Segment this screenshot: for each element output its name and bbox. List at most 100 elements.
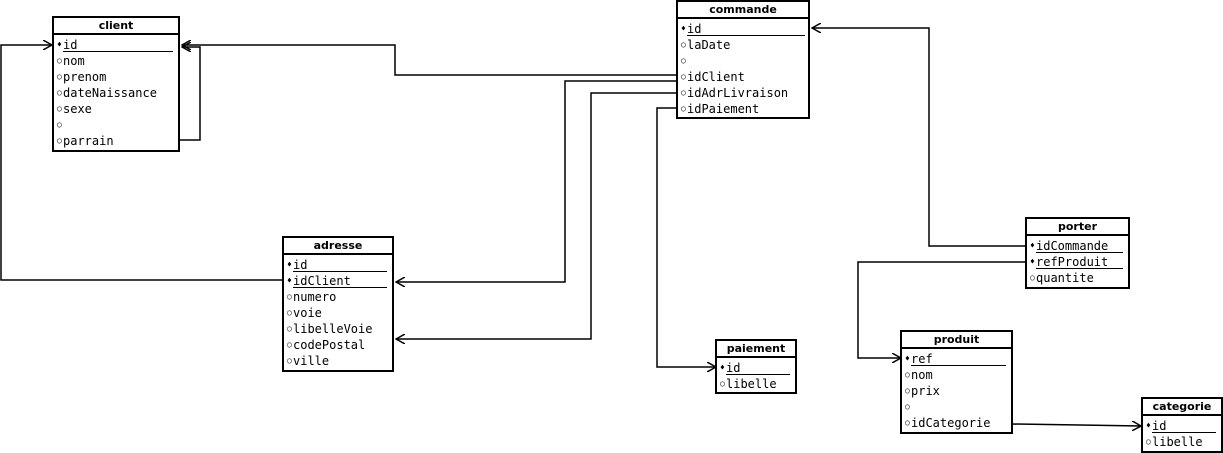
attribute-row: ○codePostal (284, 337, 392, 353)
attribute-row: ○ville (284, 353, 392, 369)
attribute-circle-icon: ○ (1030, 273, 1035, 282)
attribute-label: laDate (687, 38, 731, 52)
attribute-label: sexe (63, 102, 92, 116)
attribute-row: ○quantite (1027, 270, 1128, 286)
attribute-row: ○prix (902, 383, 1011, 399)
entity-paiement[interactable]: paiement ♦id○libelle (715, 339, 797, 394)
entity-client[interactable]: client ♦id○nom○prenom○dateNaissance○sexe… (52, 16, 180, 152)
attribute-row: ○idCategorie (902, 415, 1011, 431)
attribute-row: ○libelle (717, 376, 795, 392)
attribute-label: id (63, 38, 78, 52)
attribute-label: ref (911, 352, 933, 366)
attribute-row: ○idPaiement (678, 101, 808, 117)
attribute-label: libelle (1152, 435, 1203, 449)
attribute-circle-icon: ○ (287, 308, 292, 317)
attribute-label: prix (911, 384, 940, 398)
attribute-label: dateNaissance (63, 86, 157, 100)
attribute-label: id (687, 22, 702, 36)
attribute-circle-icon: ○ (681, 104, 686, 113)
attribute-label: idClient (687, 70, 745, 84)
attribute-row: ○numero (284, 289, 392, 305)
key-underline (1036, 252, 1123, 253)
primary-key-attribute: ♦idCommande (1027, 238, 1128, 254)
key-diamond-icon: ♦ (681, 24, 686, 33)
attribute-label: id (726, 361, 741, 375)
attribute-label: libelle (726, 377, 777, 391)
attribute-label: refProduit (1036, 255, 1109, 269)
primary-key-attribute: ♦id (54, 37, 178, 53)
key-underline (726, 374, 790, 375)
primary-key-attribute: ♦id (1143, 418, 1221, 434)
key-diamond-icon: ♦ (1030, 241, 1035, 250)
attribute-row: ○nom (54, 53, 178, 69)
attribute-circle-icon: ○ (57, 120, 62, 129)
entity-commande[interactable]: commande ♦id○laDate○○idClient○idAdrLivra… (676, 0, 810, 119)
link-commande-client (182, 45, 677, 76)
attribute-row: ○dateNaissance (54, 85, 178, 101)
primary-key-attribute: ♦ref (902, 351, 1011, 367)
key-diamond-icon: ♦ (720, 363, 725, 372)
attribute-circle-icon: ○ (681, 72, 686, 81)
attribute-row: ○idClient (678, 69, 808, 85)
attribute-circle-icon: ○ (905, 418, 910, 427)
key-diamond-icon: ♦ (287, 260, 292, 269)
attribute-circle-icon: ○ (287, 324, 292, 333)
entity-title: client (54, 18, 178, 35)
attribute-row: ○libelle (1143, 434, 1221, 450)
attribute-label: ville (293, 354, 330, 368)
link-commande-adresse-livraison (396, 92, 677, 339)
attribute-circle-icon: ○ (57, 136, 62, 145)
primary-key-attribute: ♦refProduit (1027, 254, 1128, 270)
attribute-circle-icon: ○ (681, 88, 686, 97)
key-diamond-icon: ♦ (1030, 257, 1035, 266)
entity-title: commande (678, 2, 808, 19)
entity-title: paiement (717, 341, 795, 358)
entity-adresse[interactable]: adresse ♦id♦idClient○numero○voie○libelle… (282, 236, 394, 372)
attribute-row: ○nom (902, 367, 1011, 383)
entity-porter[interactable]: porter ♦idCommande♦refProduit○quantite (1025, 217, 1130, 289)
attribute-circle-icon: ○ (681, 40, 686, 49)
key-underline (293, 271, 387, 272)
key-diamond-icon: ♦ (905, 354, 910, 363)
key-diamond-icon: ♦ (287, 276, 292, 285)
attribute-label: nom (911, 368, 933, 382)
attribute-circle-icon: ○ (287, 356, 292, 365)
attribute-label: quantite (1036, 271, 1094, 285)
attribute-circle-icon: ○ (905, 386, 910, 395)
entity-categorie[interactable]: categorie ♦id○libelle (1141, 397, 1223, 453)
attribute-row: ○ (678, 53, 808, 69)
attribute-label: idCategorie (911, 416, 991, 430)
key-diamond-icon: ♦ (57, 40, 62, 49)
attribute-circle-icon: ○ (681, 56, 686, 65)
link-porter-commande (812, 28, 1026, 247)
attribute-circle-icon: ○ (720, 379, 725, 388)
attribute-label: idCommande (1036, 239, 1109, 253)
attribute-row: ○prenom (54, 69, 178, 85)
primary-key-attribute: ♦id (678, 21, 808, 37)
key-underline (911, 365, 1006, 366)
entity-title: produit (902, 332, 1011, 349)
entity-produit[interactable]: produit ♦ref○nom○prix○○idCategorie (900, 330, 1013, 434)
attribute-circle-icon: ○ (57, 72, 62, 81)
link-client-parrain-self (180, 47, 201, 141)
attribute-row: ○parrain (54, 133, 178, 149)
attribute-row: ○idAdrLivraison (678, 85, 808, 101)
attribute-label: numero (293, 290, 337, 304)
primary-key-attribute: ♦id (284, 257, 392, 273)
attribute-label: nom (63, 54, 85, 68)
attribute-row: ○ (54, 117, 178, 133)
entity-title: categorie (1143, 399, 1221, 416)
link-produit-categorie (1011, 424, 1141, 426)
key-underline (63, 51, 173, 52)
attribute-label: prenom (63, 70, 107, 84)
attribute-label: voie (293, 306, 322, 320)
attribute-circle-icon: ○ (57, 88, 62, 97)
primary-key-attribute: ♦id (717, 360, 795, 376)
attribute-label: idAdrLivraison (687, 86, 789, 100)
attribute-row: ○voie (284, 305, 392, 321)
attribute-circle-icon: ○ (287, 292, 292, 301)
attribute-circle-icon: ○ (57, 56, 62, 65)
link-porter-produit (857, 261, 1026, 358)
key-underline (687, 35, 805, 36)
